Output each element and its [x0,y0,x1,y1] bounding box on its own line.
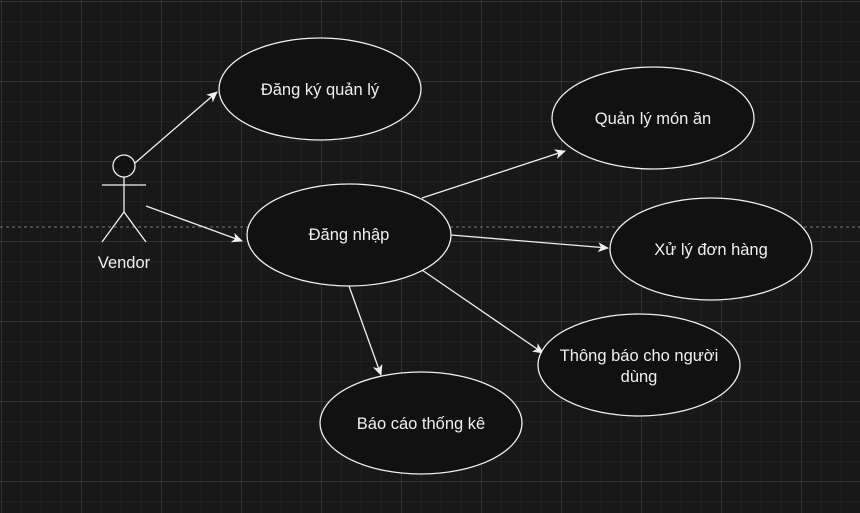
actor-right-leg [123,211,147,243]
actor-label: Vendor [98,254,151,272]
arrow-login-to-manage-dishes [421,149,566,199]
arrow-actor-to-register [134,91,218,164]
usecase-login[interactable] [246,183,452,287]
usecase-login-label: Đăng nhập [309,226,390,244]
usecase-process-orders-label: Xử lý đơn hàng [654,241,768,259]
actor-left-leg [101,211,125,243]
arrow-actor-to-login [145,205,243,243]
actor-vendor[interactable] [101,154,147,243]
usecase-register[interactable] [218,37,422,141]
usecase-stats-report-label: Báo cáo thống kê [357,415,485,433]
arrow-login-to-process-orders [450,234,609,253]
usecase-notify-users-label-line1: Thông báo cho người [560,347,719,365]
usecase-notify-users-label-line2: dùng [621,368,658,386]
usecase-stats-report[interactable] [319,371,523,475]
arrow-login-to-stats-report [348,285,383,376]
usecase-manage-dishes-label: Quản lý món ăn [595,110,711,128]
usecase-process-orders[interactable] [609,197,813,301]
usecase-register-label: Đăng ký quản lý [261,81,380,99]
usecase-manage-dishes[interactable] [551,66,755,170]
actor-head [112,154,136,178]
arrow-login-to-notify-users [421,269,544,354]
usecase-notify-users[interactable] [537,313,741,417]
associations [134,91,609,376]
